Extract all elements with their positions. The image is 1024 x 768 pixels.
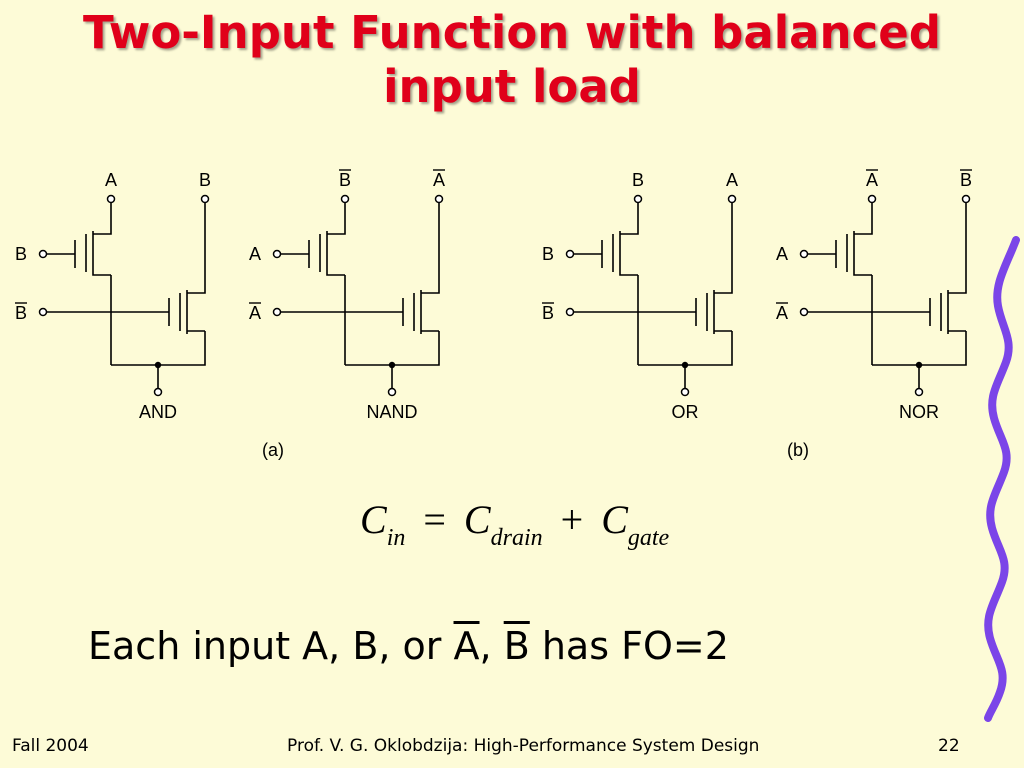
decorative-wavy-line xyxy=(984,236,1020,722)
circuit-or: B A B B OR xyxy=(542,170,738,422)
transistor-1-channel xyxy=(853,203,873,365)
output-pin xyxy=(914,387,924,397)
input-2-pin xyxy=(565,307,575,317)
transistor-1-channel xyxy=(92,203,112,365)
circuit-input-2-label: B xyxy=(542,303,554,323)
output-pin xyxy=(153,387,163,397)
group-label-b: (b) xyxy=(787,440,809,460)
transistor-1-channel xyxy=(619,203,639,365)
input-1-pin xyxy=(565,249,575,259)
top-right-pin xyxy=(961,194,971,204)
capacitance-formula: Cin = Cdrain + Cgate xyxy=(360,496,669,551)
circuit-nand: B A A A NAND xyxy=(249,169,445,422)
slide-title-line-1: Two-Input Function with balanced xyxy=(83,6,941,59)
top-right-pin xyxy=(200,194,210,204)
fanout-prefix: Each input A, B, or xyxy=(88,624,454,668)
transistor-1-channel xyxy=(326,203,346,365)
circuit-and: A B B B AND xyxy=(15,170,211,422)
transistor-2-channel xyxy=(345,203,440,366)
transistor-2-channel xyxy=(872,203,967,366)
input-1-pin xyxy=(272,249,282,259)
formula-lhs-subscript: in xyxy=(386,525,406,551)
slide-title: Two-Input Function with balanced input l… xyxy=(0,6,1024,114)
input-2-pin xyxy=(799,307,809,317)
circuit-top-left-label: A xyxy=(866,170,878,190)
input-1-pin xyxy=(799,249,809,259)
circuit-input-1-label: A xyxy=(776,244,788,264)
footer-date: Fall 2004 xyxy=(12,736,89,756)
top-right-pin xyxy=(434,194,444,204)
circuit-input-1-label: A xyxy=(249,244,261,264)
fanout-statement: Each input A, B, or A, B has FO=2 xyxy=(88,624,729,668)
formula-plus: + xyxy=(560,497,584,542)
formula-lhs: C xyxy=(360,497,387,542)
formula-term2: C xyxy=(601,497,628,542)
circuit-top-left-label: B xyxy=(339,170,351,190)
formula-term1-subscript: drain xyxy=(490,525,543,551)
footer-page-number: 22 xyxy=(938,736,960,756)
circuit-output-label: NOR xyxy=(899,402,939,422)
formula-equals: = xyxy=(423,497,446,542)
circuit-top-right-label: A xyxy=(433,170,445,190)
fanout-suffix: has FO=2 xyxy=(529,624,729,668)
top-left-pin xyxy=(106,194,116,204)
circuit-output-label: OR xyxy=(672,402,699,422)
footer-author: Prof. V. G. Oklobdzija: High-Performance… xyxy=(287,736,760,756)
circuit-top-right-label: B xyxy=(199,170,211,190)
input-2-pin xyxy=(272,307,282,317)
circuit-output-label: AND xyxy=(139,402,177,422)
circuit-input-1-label: B xyxy=(15,244,27,264)
input-1-pin xyxy=(38,249,48,259)
slide-title-line-2: input load xyxy=(383,60,641,113)
circuit-input-2-label: A xyxy=(776,303,788,323)
fanout-b-bar: B xyxy=(503,624,530,668)
output-pin xyxy=(387,387,397,397)
formula-term1: C xyxy=(463,497,491,542)
circuit-input-1-label: B xyxy=(542,244,554,264)
top-left-pin xyxy=(633,194,643,204)
top-left-pin xyxy=(867,194,877,204)
fanout-a-bar: A xyxy=(453,624,480,668)
circuit-top-right-label: B xyxy=(960,170,972,190)
input-2-pin xyxy=(38,307,48,317)
circuit-output-label: NAND xyxy=(366,402,417,422)
transistor-2-channel xyxy=(638,203,733,366)
top-left-pin xyxy=(340,194,350,204)
group-label-a: (a) xyxy=(262,440,284,460)
circuit-top-left-label: A xyxy=(105,170,117,190)
circuit-top-left-label: B xyxy=(632,170,644,190)
circuit-top-right-label: A xyxy=(726,170,738,190)
output-pin xyxy=(680,387,690,397)
circuit-nor: A B A A NOR xyxy=(776,169,972,422)
circuit-input-2-label: B xyxy=(15,303,27,323)
circuit-input-2-label: A xyxy=(249,303,261,323)
transistor-2-channel xyxy=(111,203,206,366)
top-right-pin xyxy=(727,194,737,204)
fanout-separator: , xyxy=(479,624,504,668)
formula-term2-subscript: gate xyxy=(627,525,670,551)
